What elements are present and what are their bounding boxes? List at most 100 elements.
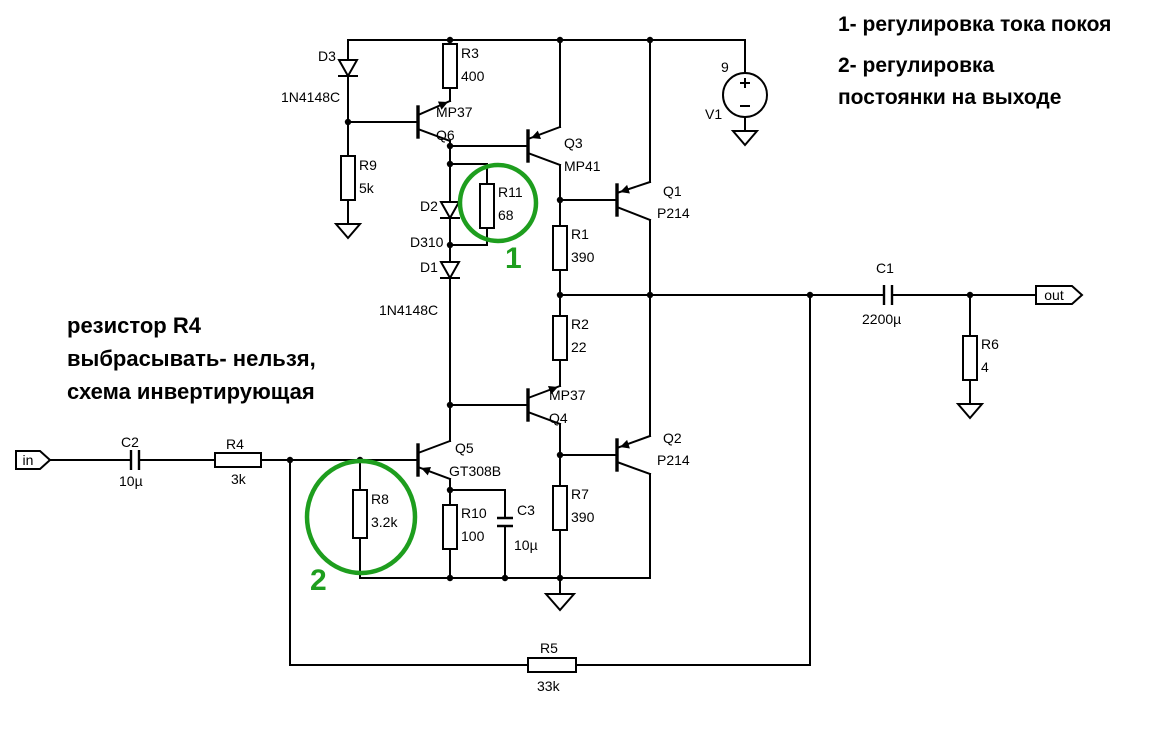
capacitor-plates <box>129 450 141 470</box>
transistor-Q3: Q3 MP41 <box>526 125 601 174</box>
Q4-designator: Q4 <box>549 410 568 426</box>
emitter-arrow-icon <box>620 184 630 194</box>
C1-designator: C1 <box>876 260 894 276</box>
capacitor-C1: C1 2200µ <box>862 260 901 327</box>
left-note-line3: схема инвертирующая <box>67 379 315 404</box>
R1-value: 390 <box>571 249 595 265</box>
capacitor-C2: C2 10µ <box>119 434 143 489</box>
R8-designator: R8 <box>371 491 389 507</box>
right-annotation: 1- регулировка тока покоя 2- регулировка… <box>838 13 1111 109</box>
resistor-R10: R10 100 <box>442 504 487 550</box>
capacitor-plates <box>497 516 513 528</box>
source-circle <box>722 72 768 118</box>
resistor-body <box>479 183 495 229</box>
resistor-body <box>552 315 568 361</box>
transistor-Q2: Q2 P214 <box>615 430 690 476</box>
C3-designator: C3 <box>517 502 535 518</box>
Q1-model: P214 <box>657 205 690 221</box>
C3-value: 10µ <box>514 537 538 553</box>
transistor-Q4: MP37 Q4 <box>526 384 586 426</box>
emitter-collector-leads <box>526 125 562 167</box>
R7-designator: R7 <box>571 486 589 502</box>
right-note-line1: 1- регулировка тока покоя <box>838 13 1111 36</box>
input-port-flag <box>15 450 52 470</box>
resistor-R8: R8 3.2k <box>352 489 398 539</box>
D2-designator: D2 <box>420 198 438 214</box>
R9-value: 5k <box>359 180 375 196</box>
right-note-line2: 2- регулировка <box>838 54 994 77</box>
resistor-body <box>552 225 568 271</box>
R1-designator: R1 <box>571 226 589 242</box>
resistor-R9: R9 5k <box>340 155 377 201</box>
R5-designator: R5 <box>540 640 558 656</box>
emitter-arrow-icon <box>531 130 541 139</box>
diode-triangle <box>439 261 461 281</box>
resistor-R2: R2 22 <box>552 315 589 361</box>
transistor-Q1: Q1 P214 <box>615 180 690 222</box>
resistor-body <box>527 657 577 673</box>
R2-designator: R2 <box>571 316 589 332</box>
ground-icon-v1 <box>730 130 760 147</box>
D1-value: 1N4148C <box>379 302 438 318</box>
Q4-model: MP37 <box>549 387 586 403</box>
junction-dots <box>286 36 974 582</box>
resistor-R4: R4 3k <box>214 436 262 487</box>
output-port: out <box>1035 285 1084 305</box>
output-port-label: out <box>1044 287 1064 303</box>
resistor-body <box>442 504 458 550</box>
resistor-body <box>442 43 458 89</box>
input-port-label: in <box>23 452 34 468</box>
resistor-R3: R3 400 <box>442 43 485 89</box>
C2-value: 10µ <box>119 473 143 489</box>
Q6-designator: Q6 <box>436 127 455 143</box>
R3-designator: R3 <box>461 45 479 61</box>
Q3-model: MP41 <box>564 158 601 174</box>
ground-icon-main <box>543 593 577 612</box>
resistor-R6: R6 4 <box>962 335 999 381</box>
left-annotation: резистор R4 выбрасывать- нельзя, схема и… <box>67 313 316 404</box>
input-port: in <box>15 450 52 470</box>
marker-1-number: 1 <box>505 242 522 275</box>
resistor-R7: R7 390 <box>552 485 595 531</box>
Q6-model: MP37 <box>436 104 473 120</box>
R6-value: 4 <box>981 359 989 375</box>
diode-D3: D3 1N4148C <box>281 48 359 105</box>
Q5-model: GT308B <box>449 463 501 479</box>
Q5-designator: Q5 <box>455 440 474 456</box>
marker-circle-1 <box>457 162 539 244</box>
output-port-flag <box>1035 285 1084 305</box>
emitter-arrow-icon <box>437 101 448 110</box>
C2-designator: C2 <box>121 434 139 450</box>
R6-designator: R6 <box>981 336 999 352</box>
ground-icon-r9 <box>333 223 363 240</box>
emitter-collector-leads <box>615 434 652 476</box>
emitter-arrow-icon <box>620 439 630 449</box>
R11-designator: R11 <box>498 184 523 200</box>
marker-2: 2 <box>304 458 418 597</box>
R4-designator: R4 <box>226 436 244 452</box>
C1-value: 2200µ <box>862 311 901 327</box>
R8-value: 3.2k <box>371 514 398 530</box>
polarity-marks-icon <box>740 78 750 107</box>
resistor-body <box>552 485 568 531</box>
emitter-collector-leads <box>416 439 452 481</box>
Q3-designator: Q3 <box>564 135 583 151</box>
R3-value: 400 <box>461 68 485 84</box>
emitter-arrow-icon <box>421 467 431 476</box>
resistor-R11: R11 68 <box>479 183 523 229</box>
Q2-designator: Q2 <box>663 430 682 446</box>
emitter-collector-leads <box>615 180 652 222</box>
V1-designator: V1 <box>705 106 722 122</box>
R10-designator: R10 <box>461 505 487 521</box>
resistor-R1: R1 390 <box>552 225 595 271</box>
left-note-line2: выбрасывать- нельзя, <box>67 346 316 371</box>
marker-1: 1 <box>457 162 539 275</box>
capacitor-plates <box>882 285 894 305</box>
marker-circle-2 <box>304 458 418 576</box>
R2-value: 22 <box>571 339 587 355</box>
voltage-source-V1: 9 V1 <box>705 59 768 122</box>
diode-D2: D2 D310 <box>410 198 461 250</box>
marker-2-number: 2 <box>310 564 327 597</box>
